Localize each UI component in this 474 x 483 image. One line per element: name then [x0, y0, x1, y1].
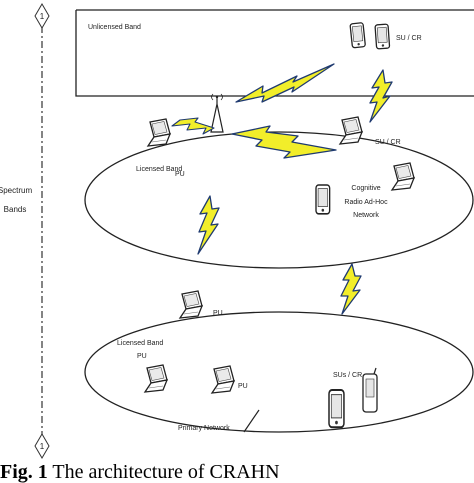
primary-network-label: Primary Network	[178, 425, 230, 432]
axis-bottom-marker: 1	[34, 433, 50, 459]
axis-bottom-marker-label: 1	[40, 442, 45, 451]
figure-caption: Fig. 1 The architecture of CRAHN	[0, 462, 474, 482]
figure-caption-text: The architecture of CRAHN	[47, 461, 280, 483]
primary-pu-right-label: PU	[238, 383, 248, 390]
unlicensed-band-title: Unlicensed Band	[88, 24, 141, 31]
primary-handheld-icon	[362, 367, 378, 413]
figure-caption-prefix: Fig. 1	[0, 461, 48, 483]
crahn-ellipse	[84, 131, 474, 269]
primary-network: PU Licensed Band PU PU SUs / CR Primary …	[84, 290, 474, 433]
primary-pu-top-laptop-icon	[179, 290, 203, 319]
unlicensed-band: Unlicensed Band SU / CR	[75, 9, 474, 97]
antenna-tower-icon	[210, 93, 224, 133]
axis-top-marker: 1	[34, 3, 50, 29]
primary-phone-icon	[327, 388, 345, 429]
wireless-link-tower-to-primary	[197, 195, 220, 255]
unlicensed-band-box	[75, 9, 474, 97]
unlicensed-phone-1-icon	[349, 21, 367, 49]
wireless-link-unlicensed-to-tower	[235, 63, 335, 103]
crahn-network-line3: Network	[353, 212, 379, 219]
wireless-links	[171, 63, 393, 315]
crahn-su-laptop-top-icon	[339, 116, 363, 145]
spectrum-label-line1: Spectrum	[0, 186, 32, 195]
spectrum-label-line2: Bands	[4, 205, 27, 214]
primary-licensed-band-title: Licensed Band	[117, 340, 163, 347]
primary-su-cr-label: SUs / CR	[333, 372, 362, 379]
crahn-network-line2: Radio Ad-Hoc	[344, 199, 388, 206]
wireless-link-crahn-to-primary	[340, 263, 362, 315]
primary-pu-left-label: PU	[137, 353, 147, 360]
crahn-su-laptop-right-icon	[391, 162, 415, 191]
wireless-link-unlicensed-to-su	[369, 69, 393, 123]
spectrum-axis: 1 1 Spectrum Bands	[0, 3, 50, 459]
wireless-link-tower-to-su	[231, 125, 337, 159]
crahn-pu-label: PU	[175, 171, 185, 178]
primary-pu-top-label: PU	[213, 310, 223, 317]
crahn-licensed-band-title: Licensed Band	[136, 166, 182, 173]
crahn-network-line1: Cognitive	[351, 185, 380, 192]
primary-pu-left-laptop-icon	[144, 364, 168, 393]
crahn-network: Licensed Band PU SU / CR Cognitive Radio…	[84, 93, 474, 269]
crahn-pu-laptop-icon	[147, 118, 171, 147]
axis-top-marker-label: 1	[40, 12, 45, 21]
primary-connector-line	[243, 409, 260, 433]
primary-pu-right-laptop-icon	[211, 365, 235, 394]
primary-ellipse	[84, 311, 474, 433]
wireless-link-pu-to-tower	[171, 117, 215, 135]
unlicensed-phone-2-icon	[374, 23, 391, 50]
crahn-su-cr-label: SU / CR	[375, 139, 401, 146]
unlicensed-su-cr-label: SU / CR	[396, 35, 422, 42]
crahn-phone-icon	[315, 184, 331, 215]
